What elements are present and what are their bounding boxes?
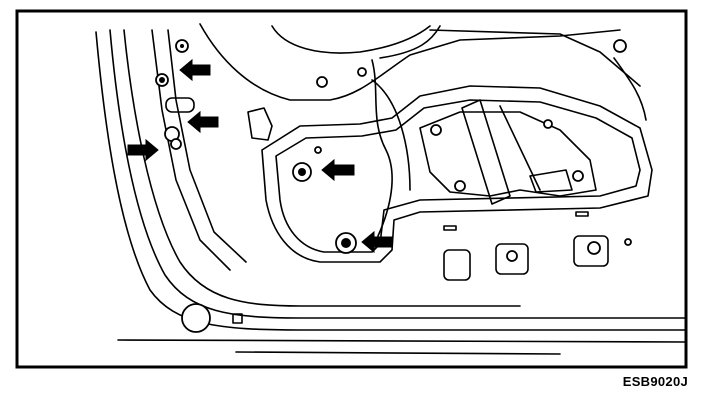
door-edge-bottom <box>117 339 687 343</box>
wire-harness-2 <box>379 25 441 59</box>
slot-1 <box>443 225 457 231</box>
bolt-lower-core <box>341 238 351 248</box>
door-outer-edge <box>95 31 687 331</box>
upper-opening <box>271 25 431 54</box>
wire-harness <box>371 59 393 237</box>
bolt-upper-right <box>613 39 627 53</box>
wire-harness-3 <box>371 79 411 191</box>
upper-window-channel <box>429 29 641 87</box>
bolt-center-core <box>298 168 306 176</box>
wire-right <box>613 57 647 121</box>
figure-frame <box>15 9 688 369</box>
inner-flange-top <box>199 23 621 101</box>
callout-arrow-4 <box>321 158 355 182</box>
callout-arrow-1 <box>179 58 211 82</box>
small-hole-3 <box>624 238 632 246</box>
regulator-rail <box>461 99 511 205</box>
bolt-regulator-2 <box>454 180 466 192</box>
lower-hole-2 <box>495 243 529 275</box>
bolt-upper-left-core <box>180 44 184 48</box>
inner-cavity <box>261 85 653 263</box>
callout-arrow-2 <box>187 110 219 134</box>
bolt-regulator-1 <box>430 124 442 136</box>
clip-left-1-core <box>159 77 165 83</box>
window-regulator <box>419 111 597 197</box>
mount-bracket <box>247 107 273 141</box>
door-edge-3 <box>123 29 521 307</box>
callout-arrow-5 <box>361 230 393 254</box>
door-edge-2 <box>109 29 687 319</box>
lower-hole-1 <box>443 249 471 281</box>
lower-hole-3 <box>573 235 609 267</box>
round-plug <box>181 303 211 333</box>
callout-arrow-3 <box>127 138 159 162</box>
bolt-hole-3 <box>587 241 601 255</box>
door-edge-bottom-2 <box>235 351 561 355</box>
small-hole-2 <box>357 67 367 77</box>
bolt-regulator-3 <box>572 170 584 182</box>
left-slot <box>165 97 195 113</box>
bolt-regulator-4 <box>543 119 553 129</box>
bolt-hole-2 <box>506 250 518 262</box>
clip-left-3 <box>170 138 182 150</box>
regulator-arm <box>529 169 573 193</box>
left-square <box>232 313 243 324</box>
small-hole-4 <box>314 146 322 154</box>
figure-code: ESB9020J <box>622 374 688 389</box>
inner-flange-left-2 <box>167 29 247 263</box>
slot-2 <box>575 211 589 217</box>
small-hole-1 <box>316 76 328 88</box>
